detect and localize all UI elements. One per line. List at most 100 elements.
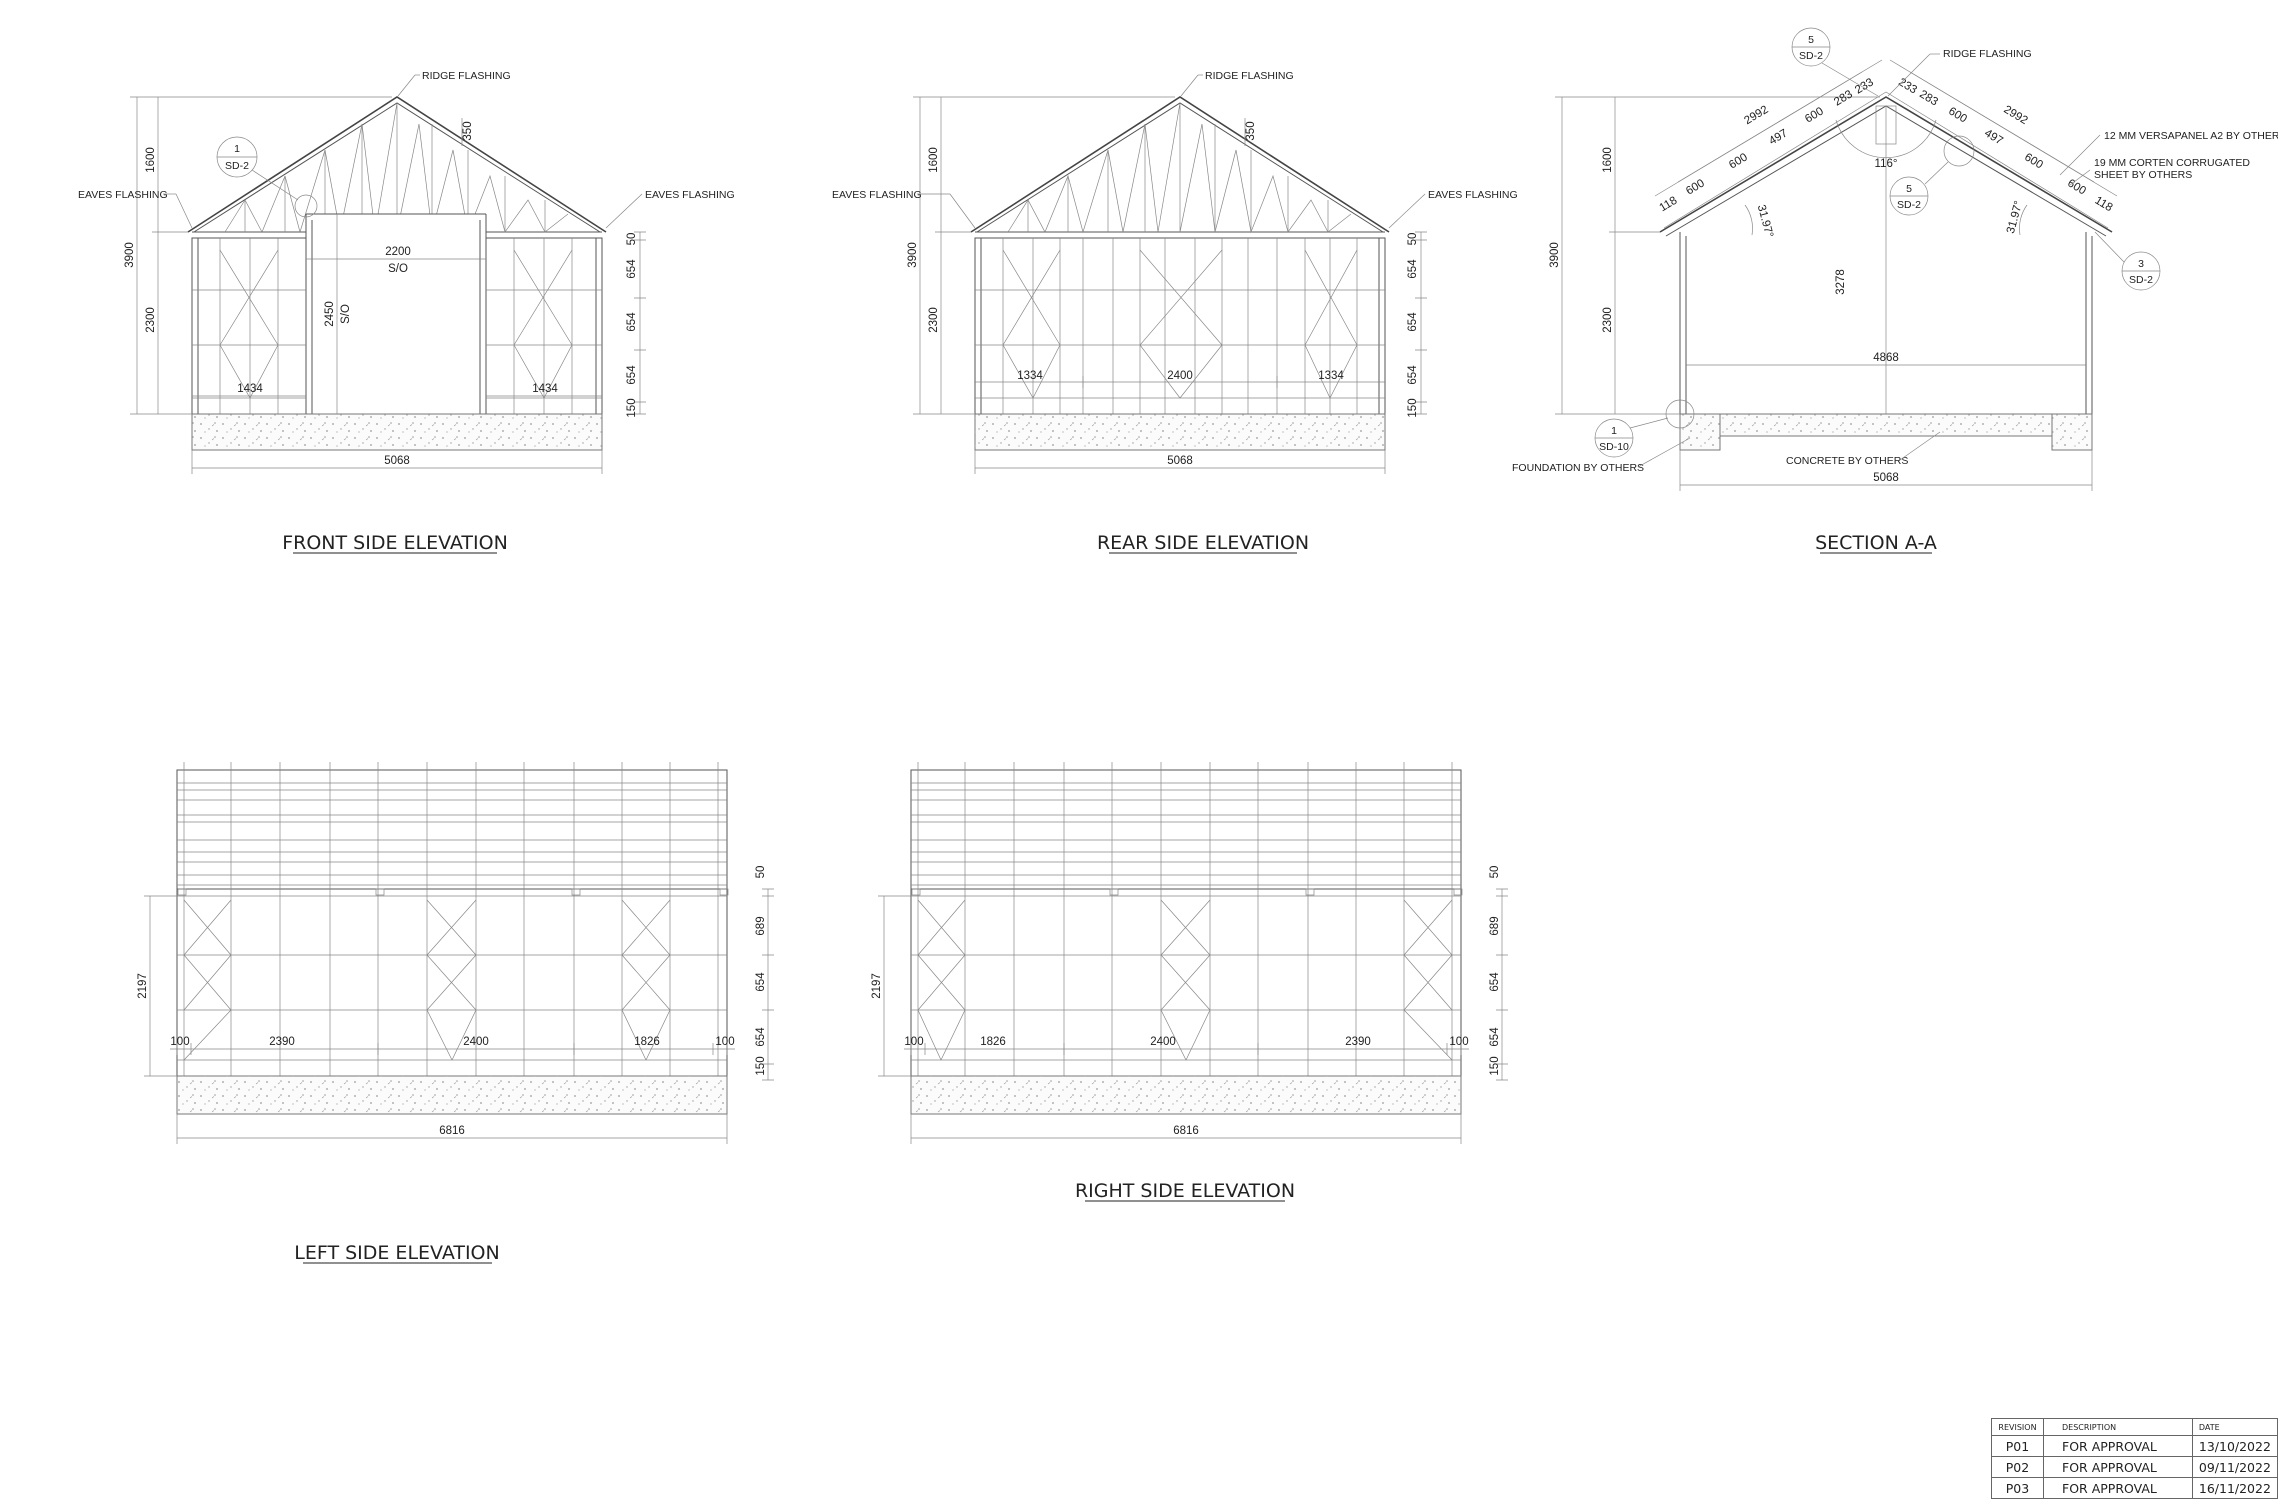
revision-cell: P03: [1991, 1477, 2044, 1499]
section-a-a: 3900 1600 2300 2992 118 600 600 497 600 …: [1512, 27, 2278, 554]
svg-text:283: 283: [1832, 88, 1855, 108]
section-dim-total: 3900: [1549, 242, 1561, 268]
section-panel-note: 12 MM VERSAPANEL A2 BY OTHERS: [2104, 130, 2278, 142]
right-dim-right-stack: 50 689 654 654 150: [1489, 866, 1508, 1081]
left-frame: [176, 762, 729, 1077]
front-elevation-title: FRONT SIDE ELEVATION: [282, 532, 508, 554]
svg-text:SD-10: SD-10: [1599, 441, 1629, 453]
svg-text:118: 118: [2093, 195, 2115, 215]
rear-dim-left: 3900 1600 2300: [907, 96, 1175, 415]
rear-dim-bay-mid: 2400: [1167, 370, 1193, 382]
svg-text:654: 654: [626, 259, 638, 279]
right-dim-width: 6816: [1173, 1125, 1199, 1137]
front-ridge-note: RIDGE FLASHING: [422, 70, 511, 82]
svg-text:118: 118: [1658, 195, 1680, 215]
svg-text:600: 600: [1684, 177, 1707, 197]
left-elevation: 2197 100 2390 2400 1826 100 50 689 654 6…: [137, 762, 774, 1264]
front-dim-width: 5068: [384, 455, 410, 467]
rear-elevation-title: REAR SIDE ELEVATION: [1097, 532, 1309, 554]
section-slope-left: 2992 118 600 600 497 600 283 233: [1654, 59, 1883, 215]
front-dim-right-stack: 50 654 654 654 150: [626, 231, 646, 418]
svg-text:SD-2: SD-2: [1799, 50, 1823, 62]
rear-eaves-right-note: EAVES FLASHING: [1428, 189, 1518, 201]
section-angle-apex: 116°: [1875, 158, 1898, 170]
section-concrete-note: CONCRETE BY OTHERS: [1786, 455, 1908, 467]
front-eaves-right-note: EAVES FLASHING: [645, 189, 735, 201]
svg-text:SD-2: SD-2: [225, 160, 249, 172]
svg-text:150: 150: [755, 1056, 767, 1075]
section-sheet-note-1: 19 MM CORTEN CORRUGATED: [2094, 157, 2250, 169]
front-eaves-left-note: EAVES FLASHING: [78, 189, 168, 201]
rear-elevation: 3900 1600 2300 350 RIDGE FLASHING EAVES …: [832, 70, 1518, 554]
svg-text:233: 233: [1896, 76, 1919, 96]
date-cell: 09/11/2022: [2191, 1456, 2278, 1478]
svg-text:2992: 2992: [2001, 104, 2029, 127]
left-dim-right-stack: 50 689 654 654 150: [755, 866, 774, 1081]
front-callout-sd2: 1 SD-2: [216, 136, 299, 201]
right-elevation: 2197 100 1826 2400 2390 100 50 689 654 6…: [871, 762, 1508, 1202]
rear-dim-bay-right: 1334: [1318, 370, 1344, 382]
svg-text:654: 654: [1407, 365, 1419, 385]
rear-dim-350: 350: [1245, 121, 1257, 140]
right-frame: [910, 762, 1463, 1077]
section-ridge-note: RIDGE FLASHING: [1943, 48, 2032, 60]
svg-text:600: 600: [1803, 105, 1826, 125]
table-row: P02 FOR APPROVAL 09/11/2022: [1991, 1456, 2278, 1478]
section-dim-roof: 1600: [1602, 147, 1614, 173]
svg-text:SD-2: SD-2: [2129, 274, 2153, 286]
svg-text:600: 600: [1727, 151, 1750, 171]
front-dim-bay-left: 1434: [237, 383, 263, 395]
rear-dim-bay-left: 1334: [1017, 370, 1043, 382]
svg-text:5: 5: [1906, 183, 1912, 195]
front-dim-bay-right: 1434: [532, 383, 558, 395]
description-cell: FOR APPROVAL: [2043, 1456, 2193, 1478]
svg-text:50: 50: [1489, 866, 1501, 879]
front-elevation: 3900 1600 2300 350 RIDGE FLASHING EAVES …: [78, 70, 735, 554]
section-callout-top: 5 SD-2: [1791, 27, 1879, 97]
front-dim-total: 3900: [124, 242, 136, 268]
front-dim-left: 3900 1600 2300: [124, 96, 392, 415]
table-row: P03 FOR APPROVAL 16/11/2022: [1991, 1477, 2278, 1499]
svg-text:654: 654: [755, 1027, 767, 1047]
svg-text:150: 150: [1489, 1056, 1501, 1075]
svg-text:654: 654: [1407, 259, 1419, 279]
svg-text:497: 497: [1767, 127, 1790, 147]
svg-text:2390: 2390: [269, 1036, 295, 1048]
rear-dim-total: 3900: [907, 242, 919, 268]
right-dim-bays: 100 1826 2400 2390 100: [904, 1036, 1469, 1055]
svg-text:2992: 2992: [1742, 104, 1770, 127]
revision-cell: P01: [1991, 1435, 2044, 1457]
section-slope-right: 2992 233 283 600 497 600 600 118: [1889, 59, 2118, 215]
svg-text:150: 150: [626, 398, 638, 417]
section-callout-mid: 5 SD-2: [1889, 135, 1975, 216]
svg-text:654: 654: [1407, 312, 1419, 332]
svg-text:100: 100: [1449, 1036, 1468, 1048]
section-dim-inner: 4868: [1873, 352, 1899, 364]
svg-text:50: 50: [1407, 233, 1419, 246]
front-dim-opening-width: 2200: [385, 246, 411, 258]
svg-text:654: 654: [626, 312, 638, 332]
description-cell: FOR APPROVAL: [2043, 1477, 2193, 1499]
section-foundation-note: FOUNDATION BY OTHERS: [1512, 462, 1644, 474]
svg-text:1826: 1826: [980, 1036, 1006, 1048]
svg-text:654: 654: [755, 972, 767, 992]
svg-text:100: 100: [715, 1036, 734, 1048]
front-dim-opening-so: S/O: [388, 263, 408, 275]
front-concrete-hatch: [192, 414, 602, 450]
rear-dim-wall: 2300: [928, 307, 940, 333]
svg-text:1826: 1826: [634, 1036, 660, 1048]
rear-eaves-left-note: EAVES FLASHING: [832, 189, 922, 201]
svg-text:654: 654: [1489, 972, 1501, 992]
section-title: SECTION A-A: [1815, 532, 1937, 554]
svg-text:3: 3: [2138, 258, 2144, 270]
rear-frame: [970, 96, 1390, 415]
front-dim-opening-height-so: S/O: [340, 304, 352, 324]
svg-text:50: 50: [755, 866, 767, 879]
svg-text:497: 497: [1982, 127, 2005, 147]
rear-dim-roof: 1600: [928, 147, 940, 173]
front-dim-roof: 1600: [145, 147, 157, 173]
svg-text:654: 654: [1489, 1027, 1501, 1047]
date-cell: 16/11/2022: [2191, 1477, 2278, 1499]
svg-text:283: 283: [1917, 88, 1940, 108]
